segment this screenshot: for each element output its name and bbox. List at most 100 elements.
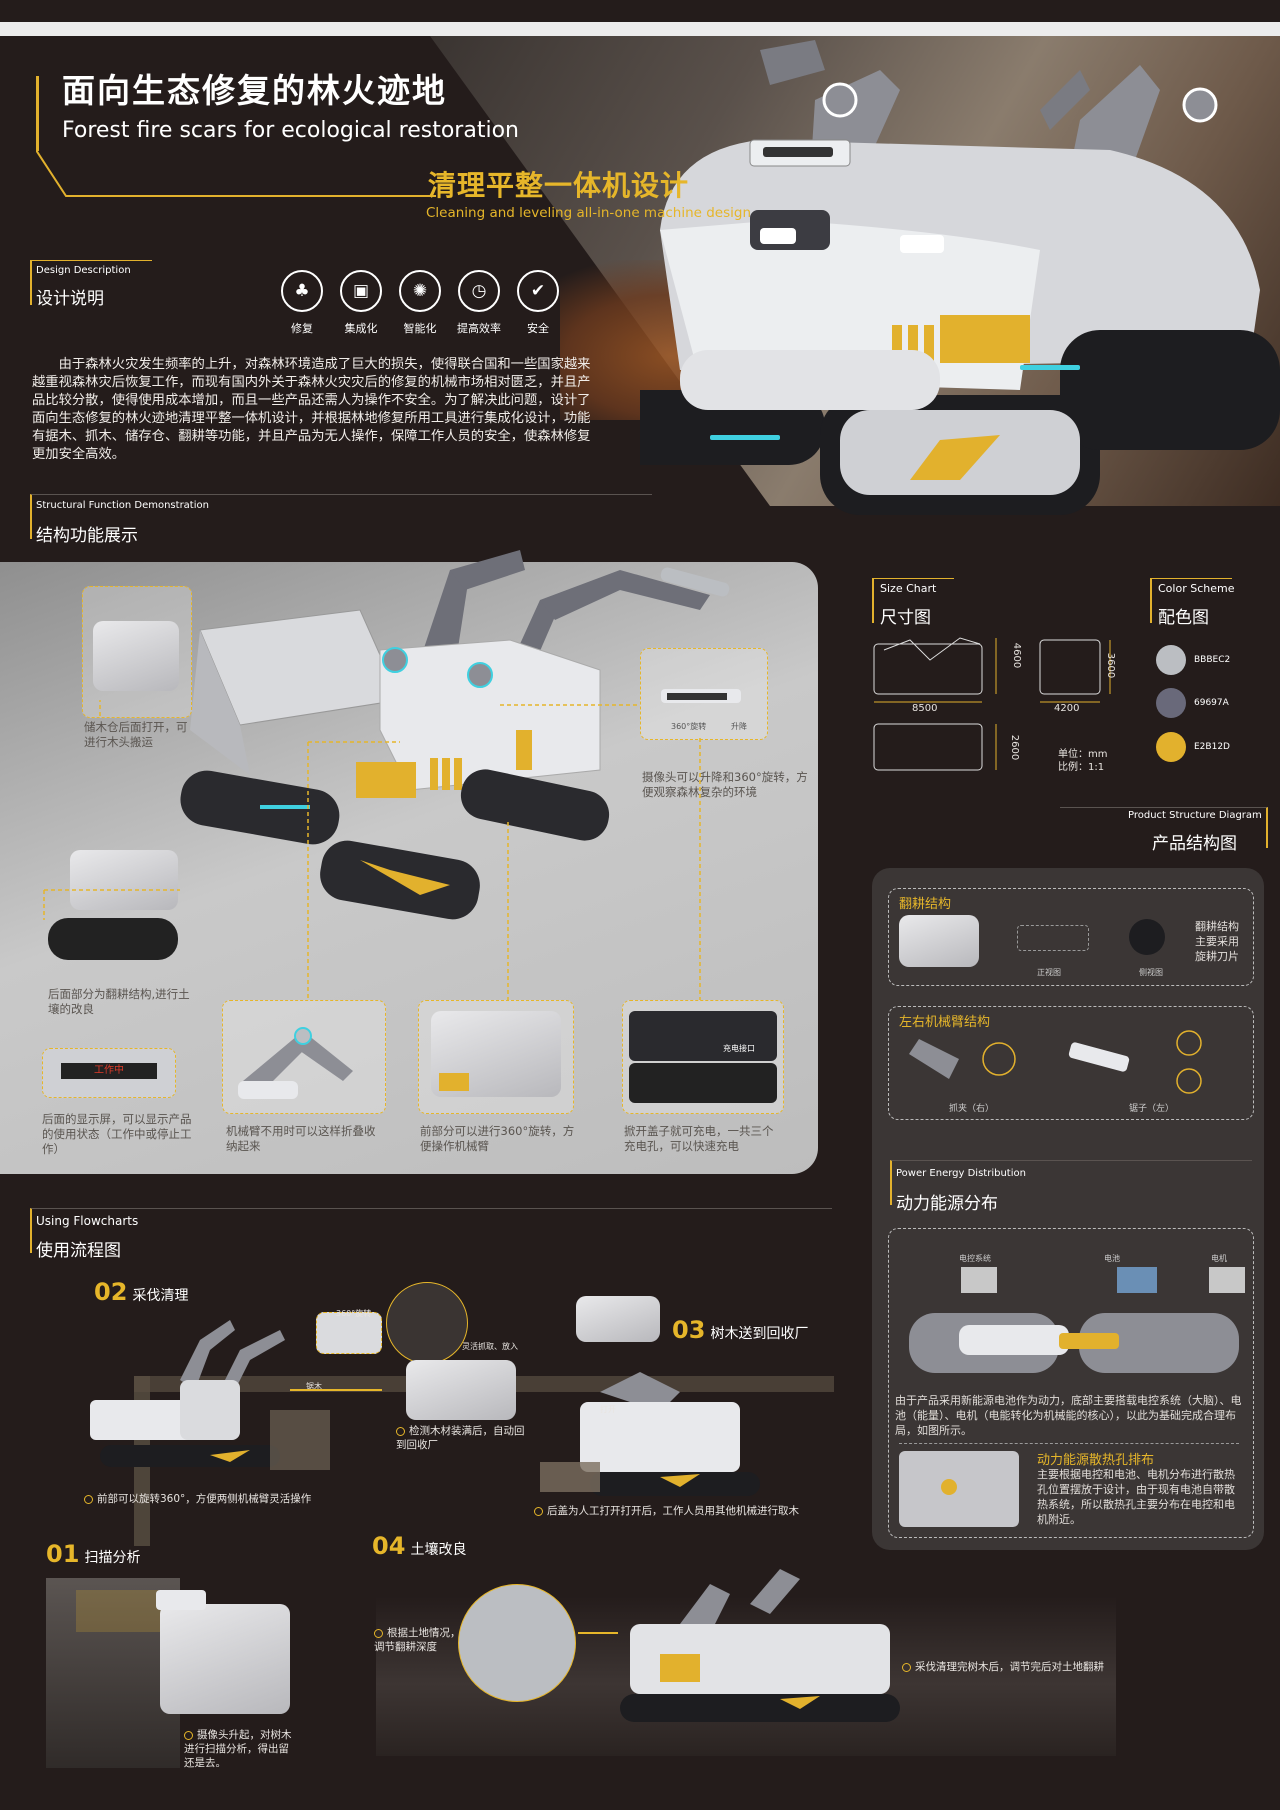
step-01-note: 摄像头升起，对树木进行扫描分析，得出留还是去。 bbox=[184, 1728, 294, 1770]
caption-front-rotate: 前部分可以进行360°旋转，方便操作机械臂 bbox=[420, 1124, 575, 1153]
dim-front-height: 3600 bbox=[1105, 652, 1117, 679]
step-02-machine bbox=[90, 1320, 330, 1470]
front-view-label: 正视图 bbox=[1037, 968, 1061, 977]
step-04-machine bbox=[620, 1569, 900, 1722]
step-02-header: 02 采伐清理 bbox=[94, 1278, 189, 1306]
caption-arm-fold: 机械臂不用时可以这样折叠收纳起来 bbox=[226, 1124, 376, 1153]
swatch-label: E2B12D bbox=[1194, 742, 1230, 752]
step-03-note-text: 后盖为人工打开打开后，工作人员用其他机械进行取木 bbox=[547, 1505, 799, 1517]
step-04-header: 04 土壤改良 bbox=[372, 1532, 467, 1560]
power-divider bbox=[899, 1443, 1239, 1444]
folded-arm-render bbox=[238, 1027, 353, 1099]
tiller-side-view bbox=[1129, 919, 1165, 955]
size-unit: 单位：mm bbox=[1058, 749, 1108, 760]
dim-top-width: 2600 bbox=[1009, 734, 1021, 761]
size-chart-label-cn: 尺寸图 bbox=[880, 608, 931, 628]
arm-right-caption: 锯子（左） bbox=[1129, 1104, 1175, 1114]
feature-intelligent: ✺ 智能化 bbox=[398, 270, 442, 336]
step-03-machine bbox=[540, 1372, 760, 1496]
step-02-recycle-note: 检测木材装满后，自动回到回收厂 bbox=[396, 1424, 526, 1452]
feature-label: 提高效率 bbox=[457, 322, 501, 335]
product-structure-label-en: Product Structure Diagram bbox=[1128, 810, 1262, 821]
flow-bracket bbox=[30, 1208, 832, 1253]
step-04-depth-note: 根据土地情况，调节翻耕深度 bbox=[374, 1626, 464, 1654]
clock-icon: ◷ bbox=[458, 270, 500, 312]
ecu-icon bbox=[961, 1267, 997, 1293]
step-04-number: 04 bbox=[372, 1532, 406, 1560]
callout-front-rotate bbox=[418, 1000, 574, 1114]
step-04-depth-text: 根据土地情况，调节翻耕深度 bbox=[374, 1627, 461, 1653]
tiller-render bbox=[899, 915, 979, 967]
caption-camera: 摄像头可以升降和360°旋转，方便观察森林复杂的环境 bbox=[642, 770, 808, 799]
feature-label: 集成化 bbox=[344, 322, 378, 335]
caption-charge: 掀开盖子就可充电，一共三个充电孔，可以快速充电 bbox=[624, 1124, 774, 1153]
step-04-arrow bbox=[578, 1632, 618, 1634]
callout-tiller bbox=[40, 850, 184, 978]
callout-arm-fold bbox=[222, 1000, 386, 1114]
step-01-camera bbox=[156, 1590, 206, 1610]
step-01-title: 扫描分析 bbox=[84, 1550, 141, 1566]
step-02-note: 前部可以旋转360°，方便两侧机械臂灵活操作 bbox=[84, 1492, 311, 1506]
bullet-icon bbox=[396, 1426, 405, 1436]
bullet-icon bbox=[184, 1730, 193, 1740]
camera-rotate-label: 360°旋转 bbox=[671, 722, 707, 731]
step-02-arrow bbox=[290, 1389, 382, 1391]
arm-left-caption: 抓夹（右） bbox=[949, 1104, 995, 1114]
caption-tiller: 后面部分为翻耕结构,进行土壤的改良 bbox=[48, 987, 190, 1016]
callout-camera: 360°旋转 升降 bbox=[640, 648, 768, 740]
feature-safety: ✔ 安全 bbox=[516, 270, 560, 336]
heat-vent-desc: 主要根据电控和电池、电机分布进行散热孔位置摆放于设计，由于现有电池自带散热系统，… bbox=[1037, 1468, 1235, 1526]
step-02-title: 采伐清理 bbox=[132, 1288, 189, 1304]
callout-storage bbox=[82, 586, 192, 718]
power-bracket bbox=[890, 1160, 1252, 1205]
caption-storage: 储木仓后面打开，可进行木头搬运 bbox=[84, 720, 188, 749]
size-chart-bracket bbox=[872, 578, 954, 623]
step-04-tiller-zoom bbox=[458, 1584, 576, 1702]
page-title-cn: 面向生态修复的林火迹地 bbox=[62, 71, 447, 110]
brain-icon: ✺ bbox=[399, 270, 441, 312]
page-title-en: Forest fire scars for ecological restora… bbox=[62, 118, 519, 143]
swatch-light-grey bbox=[1156, 645, 1186, 675]
structure-machine-render bbox=[180, 550, 730, 920]
size-chart-drawings bbox=[873, 637, 1111, 771]
charge-port-label: 充电接口 bbox=[723, 1044, 755, 1053]
color-scheme-bracket bbox=[1150, 578, 1232, 623]
heat-vent-render bbox=[899, 1451, 1019, 1527]
step-03-title: 树木送到回收厂 bbox=[710, 1326, 809, 1342]
structure-label-en: Structural Function Demonstration bbox=[36, 500, 209, 511]
power-chassis-render bbox=[909, 1313, 1239, 1373]
swatch-yellow bbox=[1156, 732, 1186, 762]
flow-label-en: Using Flowcharts bbox=[36, 1214, 139, 1228]
design-description-body: 由于森林火灾发生频率的上升，对森林环境造成了巨大的损失，使得联合国和一些国家越来… bbox=[32, 357, 591, 462]
motor-icon bbox=[1209, 1267, 1245, 1293]
step-03-open-label: 打开 bbox=[600, 1405, 616, 1414]
page-subtitle-en: Cleaning and leveling all-in-one machine… bbox=[426, 205, 752, 221]
product-structure-bracket bbox=[1060, 807, 1268, 848]
step-01-machine bbox=[160, 1604, 290, 1714]
size-scale: 比例：1:1 bbox=[1058, 762, 1105, 773]
side-view-label: 侧视图 bbox=[1139, 968, 1163, 977]
tree-icon: ♣ bbox=[281, 270, 323, 312]
storage-render bbox=[93, 621, 179, 691]
step-01-number: 01 bbox=[46, 1540, 80, 1568]
tiller-body bbox=[70, 850, 178, 910]
callout-display: 工作中 bbox=[42, 1048, 176, 1098]
step-02-full-machine bbox=[406, 1360, 516, 1420]
tiller-drum bbox=[48, 918, 178, 960]
feature-label: 修复 bbox=[291, 322, 313, 335]
step-02-rotate-callout bbox=[316, 1312, 382, 1354]
arms-structure-title: 左右机械臂结构 bbox=[899, 1015, 991, 1030]
step-03-small-machine bbox=[576, 1296, 660, 1342]
flow-label-cn: 使用流程图 bbox=[36, 1241, 121, 1261]
shield-check-icon: ✔ bbox=[517, 270, 559, 312]
callout-charge: 充电接口 bbox=[622, 1000, 784, 1114]
power-label-motor: 电机 bbox=[1211, 1254, 1227, 1263]
front-rotate-accent bbox=[439, 1073, 469, 1091]
feature-label: 安全 bbox=[527, 322, 549, 335]
step-01-note-text: 摄像头升起，对树木进行扫描分析，得出留还是去。 bbox=[184, 1729, 292, 1769]
camera-lens bbox=[667, 693, 727, 700]
status-display: 工作中 bbox=[61, 1063, 157, 1079]
dim-width: 4200 bbox=[1054, 703, 1080, 714]
cube-icon: ▣ bbox=[340, 270, 382, 312]
feature-efficiency: ◷ 提高效率 bbox=[457, 270, 501, 336]
